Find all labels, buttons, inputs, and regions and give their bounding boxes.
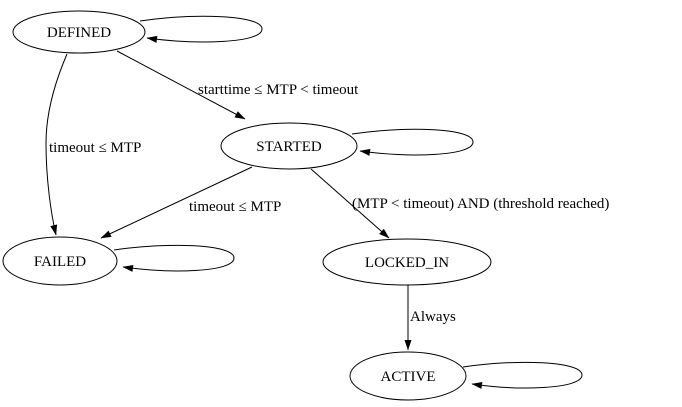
self-loop-defined [139,15,263,43]
locked-in-ellipse [322,238,492,286]
state-node-locked-in: LOCKED_IN [322,238,492,286]
active-label: ACTIVE [381,369,436,385]
state-node-active: ACTIVE [349,351,467,401]
self-loop-active [462,361,583,389]
defined-label: DEFINED [47,25,111,41]
edge-defined-to-started [116,50,246,120]
edge-started-to-failed [100,166,253,239]
failed-label: FAILED [34,254,86,270]
edge-label-started-locked-in: (MTP < timeout) AND (threshold reached) [352,196,609,212]
self-loop-started [351,128,474,156]
edge-started-to-locked-in [310,168,390,239]
failed-ellipse [2,236,118,286]
edge-label-defined-failed: timeout ≤ MTP [49,140,141,156]
locked-in-label: LOCKED_IN [365,255,449,271]
state-node-failed: FAILED [2,236,118,286]
edge-label-locked-in-active: Always [410,309,456,325]
edge-label-defined-started: starttime ≤ MTP < timeout [198,82,359,98]
self-loop-failed [113,244,235,272]
defined-ellipse [12,10,146,54]
edge-label-started-failed: timeout ≤ MTP [189,199,281,215]
edge-defined-to-failed [45,53,68,236]
state-node-started: STARTED [220,122,358,170]
state-node-defined: DEFINED [12,10,146,54]
started-label: STARTED [256,139,322,155]
started-ellipse [220,122,358,170]
active-ellipse [349,351,467,401]
